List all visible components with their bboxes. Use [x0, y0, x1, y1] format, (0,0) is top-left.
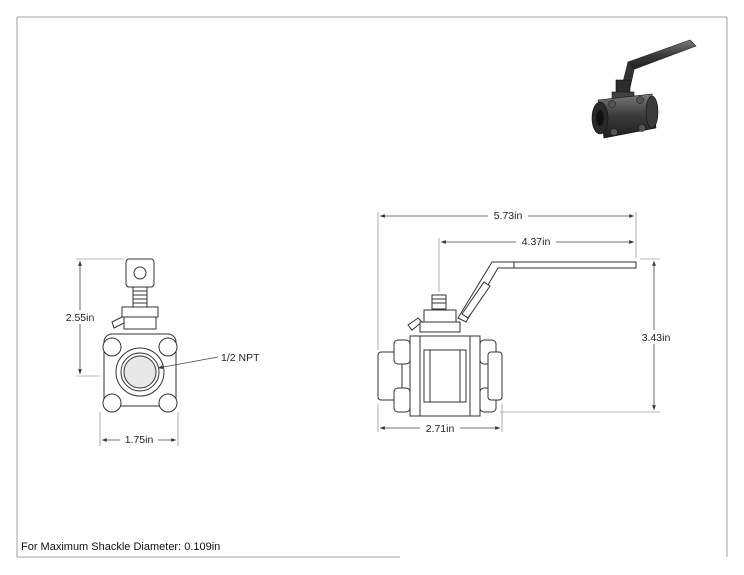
overall-length-label: 5.73in: [494, 210, 523, 222]
front-width-label: 1.75in: [125, 434, 154, 446]
dimension-side-height: 3.43in: [500, 258, 676, 413]
handle-length-label: 4.37in: [522, 236, 551, 248]
dimension-body-length: 2.71in: [377, 404, 503, 435]
dimension-front-width: 1.75in: [99, 412, 179, 446]
shackle-note: For Maximum Shackle Diameter: 0.109in: [21, 541, 220, 553]
dimension-handle-length: 4.37in: [438, 234, 634, 292]
front-height-label: 2.55in: [66, 312, 95, 324]
side-height-label: 3.43in: [642, 332, 671, 344]
valve-front-view: [102, 258, 178, 413]
thread-callout: 1/2 NPT: [157, 352, 260, 370]
dimension-overall-length: 5.73in: [377, 208, 637, 350]
valve-3d-preview: [591, 39, 697, 139]
thread-label: 1/2 NPT: [221, 352, 260, 364]
drawing-border: [16, 16, 728, 558]
body-length-label: 2.71in: [426, 423, 455, 435]
valve-side-view: [377, 261, 637, 417]
dimension-front-height: 2.55in: [60, 258, 124, 377]
